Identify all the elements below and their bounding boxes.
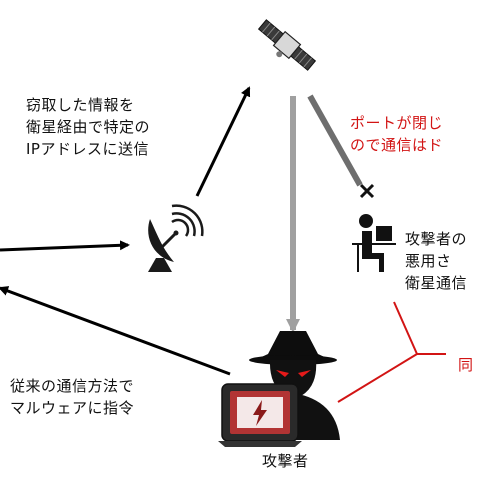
port-closed-text: ポートが閉じ ので通信はド [350, 114, 444, 154]
same-attacker-bracket [337, 301, 446, 403]
satellite-dish-icon [148, 204, 204, 272]
attacker-abuse-text: 攻撃者の 悪用さ 衛星通信 [405, 230, 468, 292]
blocked-x-icon [359, 183, 375, 199]
dish-to-satellite-arrow [195, 86, 251, 197]
left-to-dish-arrow [0, 240, 130, 252]
satellite-icon [257, 19, 317, 71]
attacker-label: 攻撃者 [262, 452, 309, 470]
attacker-to-malware-arrow [0, 286, 231, 376]
malware-laptop-icon [218, 383, 302, 447]
computer-user-icon [352, 214, 396, 272]
satellite-relay-text: 窃取した情報を 衛星経由で特定の IPアドレスに送信 [26, 96, 151, 158]
satellite-to-user-line [307, 94, 363, 187]
legacy-command-text: 従来の通信方法で マルウェアに指令 [10, 377, 135, 417]
same-attacker-label: 同 [458, 356, 474, 374]
